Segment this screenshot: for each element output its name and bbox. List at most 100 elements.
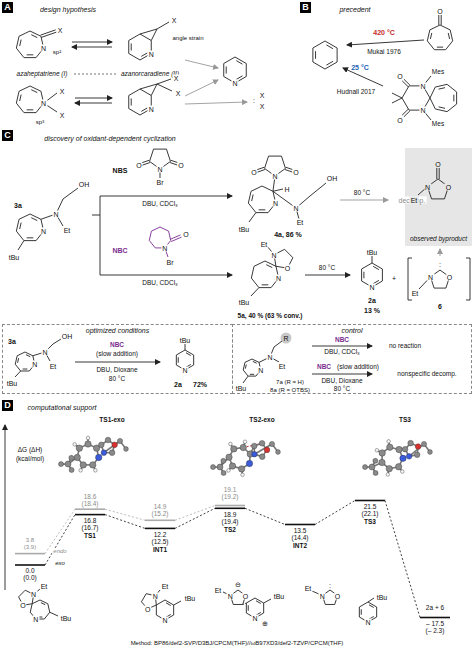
bond-line bbox=[245, 365, 247, 369]
annotation-text: (16.7) bbox=[81, 525, 100, 532]
model-atom bbox=[276, 450, 281, 455]
ring-outline bbox=[313, 41, 337, 69]
annotation-text: (22.1) bbox=[361, 511, 380, 518]
bond-line bbox=[273, 189, 283, 191]
annotation-text: Br bbox=[166, 259, 175, 266]
annotation-text: X bbox=[173, 75, 180, 82]
model-atom bbox=[76, 445, 82, 451]
annotation-text: 80 °C bbox=[318, 265, 336, 272]
bond-line bbox=[31, 35, 37, 38]
model-atom bbox=[117, 438, 122, 443]
bond-line bbox=[361, 609, 362, 614]
bond-line bbox=[436, 168, 437, 179]
model-atom bbox=[373, 458, 378, 463]
reaction-arrow bbox=[440, 249, 441, 256]
atom-label: O bbox=[242, 592, 249, 599]
energy-level bbox=[215, 507, 245, 509]
energy-connector bbox=[45, 509, 75, 553]
annotation-text: azaheptatriene (I) bbox=[16, 71, 69, 78]
annotation-text: sp³ bbox=[35, 119, 45, 125]
reaction-arrow bbox=[347, 40, 424, 45]
atom-label: O bbox=[144, 605, 151, 612]
annotation-text: 2a bbox=[173, 381, 183, 388]
node-text: optimized conditions bbox=[86, 327, 149, 335]
model-atom bbox=[395, 464, 401, 470]
node-text: A bbox=[4, 3, 11, 12]
reaction-arrow bbox=[72, 47, 112, 48]
annotation-text: 12.2 bbox=[153, 532, 168, 539]
annotation-text: (– 2.3) bbox=[425, 628, 446, 635]
bond-line bbox=[262, 284, 269, 285]
model-atom bbox=[396, 446, 402, 452]
annotation-text: X bbox=[59, 112, 66, 119]
model-atom bbox=[251, 443, 257, 449]
bond-line bbox=[170, 235, 180, 239]
bond-line bbox=[50, 612, 58, 616]
bond-line bbox=[248, 605, 249, 610]
bond-line bbox=[252, 195, 253, 201]
atom-label: O bbox=[446, 273, 453, 280]
atom-label: O bbox=[334, 592, 341, 599]
node-text: control bbox=[341, 327, 362, 335]
annotation-text: X bbox=[59, 88, 66, 95]
annotation-text: O bbox=[396, 73, 403, 80]
atom-label: N bbox=[148, 50, 155, 57]
annotation-text: 72% bbox=[192, 381, 208, 388]
annotation-text: (15.2) bbox=[151, 511, 170, 518]
annotation-text: O bbox=[396, 117, 403, 124]
annotation-text: INT1 bbox=[152, 547, 168, 554]
atom-label: N bbox=[40, 45, 47, 52]
reaction-arrow bbox=[75, 362, 160, 363]
annotation-text: 25 °C bbox=[350, 64, 370, 71]
annotation-text: O bbox=[135, 162, 142, 169]
bond-line bbox=[257, 170, 265, 173]
annotation-text: (kcal/mol) bbox=[15, 456, 45, 463]
annotation-text: TS3 bbox=[398, 417, 412, 424]
annotation-text: Mes bbox=[431, 121, 445, 128]
annotation-text: Et bbox=[40, 583, 49, 590]
panel-letter: C bbox=[2, 130, 13, 141]
annotation-text: TS1-exo bbox=[98, 417, 125, 424]
model-atom bbox=[217, 464, 223, 470]
bond-line bbox=[53, 339, 61, 344]
annotation-text: 19.1 bbox=[223, 487, 238, 494]
bond-line bbox=[363, 272, 364, 279]
bond-line bbox=[404, 79, 410, 85]
model-atom bbox=[387, 440, 391, 444]
annotation-text: Et bbox=[63, 227, 72, 234]
model-atom bbox=[221, 470, 226, 475]
annotation-text: N bbox=[41, 349, 48, 356]
annotation-text: design hypothesis bbox=[39, 6, 97, 13]
annotation-text: 7a (R = H) bbox=[275, 379, 305, 385]
energy-connector bbox=[385, 501, 420, 618]
energy-connector bbox=[245, 508, 285, 524]
bond-line bbox=[259, 209, 266, 210]
atom-label: N bbox=[257, 367, 264, 374]
model-atom bbox=[406, 454, 412, 460]
bond-line bbox=[31, 218, 37, 221]
annotation-text: DBU, CDCl₃ bbox=[141, 201, 179, 208]
atom-label: N bbox=[368, 284, 375, 291]
annotation-text: X bbox=[259, 103, 266, 110]
bond-line bbox=[264, 599, 271, 603]
annotation-text: ⊖ bbox=[234, 581, 242, 588]
reaction-arrow bbox=[312, 374, 372, 375]
r-group-disc bbox=[281, 333, 292, 344]
annotation-text: 80 °C bbox=[333, 386, 351, 393]
reaction-arrow bbox=[5, 425, 6, 590]
bond-line bbox=[15, 371, 21, 377]
bond-line bbox=[226, 66, 227, 73]
bond-line bbox=[41, 32, 56, 37]
model-atom bbox=[387, 444, 393, 450]
annotation-text: DBU, CDCl₃ bbox=[323, 349, 361, 356]
annotation-text: endo bbox=[52, 548, 67, 554]
energy-level bbox=[145, 519, 175, 521]
bond-line bbox=[257, 167, 265, 170]
model-atom bbox=[415, 444, 421, 450]
bond-line bbox=[243, 376, 248, 383]
model-atom bbox=[246, 460, 252, 466]
bond-line bbox=[41, 603, 45, 605]
model-atom bbox=[400, 470, 404, 474]
bond-line bbox=[63, 188, 78, 199]
